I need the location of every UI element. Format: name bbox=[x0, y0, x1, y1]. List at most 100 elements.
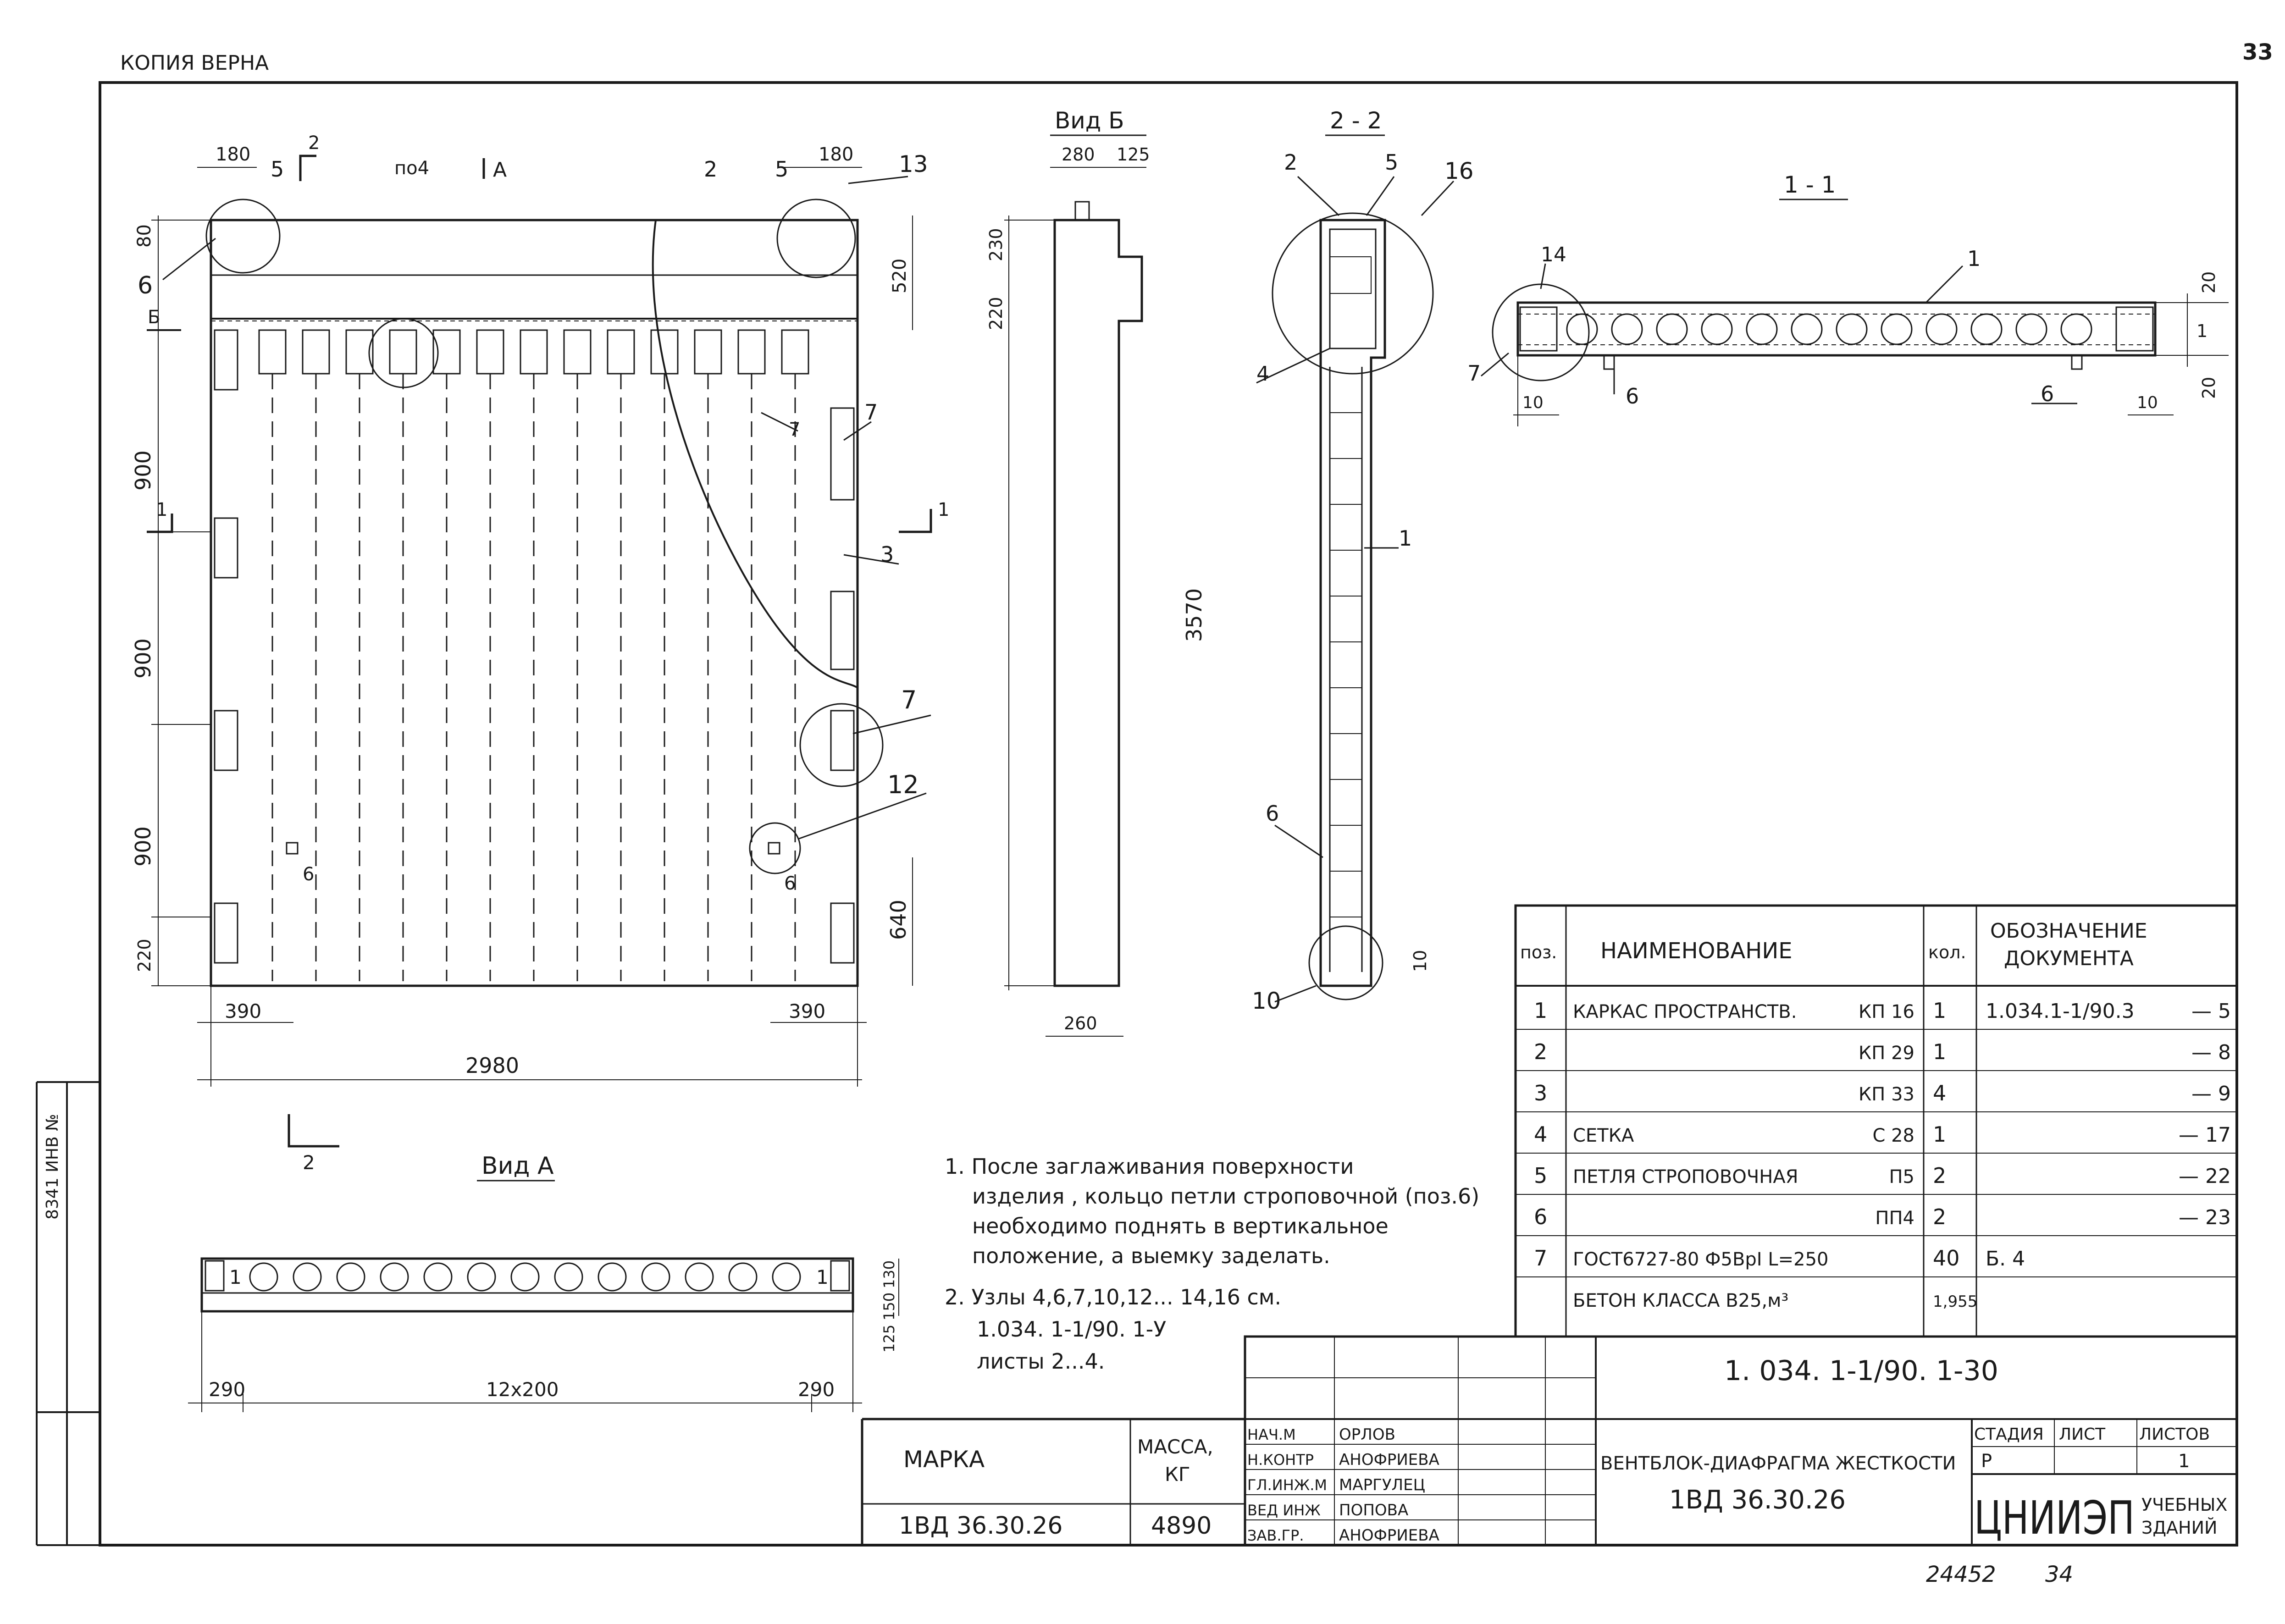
spec-row-mark: ПП4 bbox=[1875, 1208, 1914, 1229]
spec-row-mark: С 28 bbox=[1872, 1125, 1914, 1146]
view-a-mark-left: 1 bbox=[229, 1266, 242, 1288]
section-22-dim-10: 10 bbox=[1410, 950, 1430, 972]
stage-value: Р bbox=[1981, 1451, 1992, 1472]
marka-label: МАРКА bbox=[903, 1446, 985, 1473]
section-22-callout-6: 6 bbox=[1266, 801, 1279, 826]
view-a-mark-right: 1 bbox=[816, 1266, 829, 1288]
dim-900-2: 900 bbox=[131, 638, 155, 679]
section-1-right-marker: 1 bbox=[938, 499, 949, 520]
dim-900-1: 900 bbox=[131, 450, 155, 491]
hidden-channels bbox=[271, 374, 796, 981]
staff-name: ОРЛОВ bbox=[1339, 1425, 1395, 1444]
spec-row-mark: КП 29 bbox=[1859, 1043, 1914, 1064]
view-a-channels bbox=[249, 1262, 801, 1292]
detail-circle-slot bbox=[368, 318, 439, 388]
callout-6-topleft: 6 bbox=[138, 272, 153, 299]
spec-row-doc: Б. 4 bbox=[1986, 1247, 2025, 1270]
section-22-callout-1: 1 bbox=[1399, 526, 1412, 551]
view-a-outline bbox=[200, 1257, 854, 1313]
note-line-4: положение, а выемку заделать. bbox=[972, 1243, 1330, 1268]
marka-value: 1ВД 36.30.26 bbox=[899, 1512, 1062, 1540]
spec-row-qty: 4 bbox=[1933, 1081, 1946, 1105]
spec-row-qty: 2 bbox=[1933, 1163, 1946, 1188]
dim-390-left: 390 bbox=[225, 1000, 261, 1022]
spec-row-mark: КП 33 bbox=[1859, 1084, 1914, 1105]
callout-12: 12 bbox=[887, 770, 919, 799]
view-a-dim-290-right: 290 bbox=[798, 1378, 835, 1401]
staff-name: АНОФРИЕВА bbox=[1339, 1526, 1439, 1545]
detail-circle-13 bbox=[776, 199, 856, 278]
massa-value: 4890 bbox=[1151, 1512, 1212, 1540]
spec-row-pos: 2 bbox=[1534, 1039, 1547, 1064]
label-6-left: 6 bbox=[303, 864, 314, 885]
section-11-dim-20-top: 20 bbox=[2199, 271, 2219, 293]
title-block: 1. 034. 1-1/90. 1-30 МАРКА МАССА, КГ 1ВД… bbox=[861, 1335, 2238, 1547]
spec-row-pos: 1 bbox=[1534, 998, 1547, 1023]
detail-circle-10 bbox=[1308, 925, 1383, 1000]
callout-13: 13 bbox=[899, 151, 928, 177]
view-b-title: Вид Б bbox=[1055, 107, 1124, 134]
product-name: ВЕНТБЛОК-ДИАФРАГМА ЖЕСТКОСТИ bbox=[1600, 1453, 1956, 1474]
spec-row-mark: П5 bbox=[1889, 1166, 1914, 1188]
front-view: 2 А по4 Б 1 1 2 5 5 13 6 7 7 3 7 12 6 6 bbox=[131, 133, 949, 1174]
section-2-2: 2 - 2 2 5 16 4 bbox=[1252, 107, 1474, 1014]
section-11-outline bbox=[1516, 301, 2157, 357]
sheet-label: ЛИСТ bbox=[2059, 1425, 2106, 1444]
spec-header-qty: кол. bbox=[1928, 942, 1966, 962]
sheet-frame bbox=[99, 81, 2238, 1547]
section-22-rungs bbox=[1330, 412, 1362, 917]
label-6-right: 6 bbox=[784, 873, 796, 894]
spec-row-sheet: — 9 bbox=[2191, 1082, 2231, 1105]
org-sub-1: УЧЕБНЫХ bbox=[2141, 1495, 2227, 1515]
view-b-dim-220: 220 bbox=[986, 297, 1006, 330]
section-22-callout-4: 4 bbox=[1256, 362, 1269, 386]
section-1-left-marker: 1 bbox=[156, 499, 167, 520]
staff-name: ПОПОВА bbox=[1339, 1501, 1408, 1519]
inv-label: 8341 ИНВ № bbox=[43, 1114, 62, 1220]
notes: 1. После заглаживания поверхности издели… bbox=[945, 1154, 1479, 1374]
dim-390-right: 390 bbox=[789, 1000, 825, 1022]
section-11-callout-14: 14 bbox=[1541, 243, 1566, 266]
staff-role: ЗАВ.ГР. bbox=[1247, 1527, 1304, 1544]
section-11-dim-10-right: 10 bbox=[2137, 393, 2158, 412]
section-22-callout-10: 10 bbox=[1252, 988, 1281, 1014]
detail-circle-12 bbox=[749, 822, 801, 874]
spec-header-pos: поз. bbox=[1520, 942, 1557, 962]
vent-slots bbox=[258, 329, 809, 375]
copy-mark: КОПИЯ ВЕРНА bbox=[120, 51, 269, 75]
staff-role: НАЧ.М bbox=[1247, 1426, 1296, 1443]
callout-3: 3 bbox=[880, 542, 894, 567]
staff-role: Н.КОНТР bbox=[1247, 1451, 1314, 1469]
spec-row-sheet: — 23 bbox=[2179, 1206, 2231, 1229]
doc-code: 1. 034. 1-1/90. 1-30 bbox=[1724, 1355, 1998, 1387]
spec-row-doc: 1.034.1-1/90.3 bbox=[1986, 1000, 2135, 1023]
section-11-callout-1: 1 bbox=[1967, 246, 1981, 271]
dim-180-left: 180 bbox=[216, 144, 250, 165]
dim-640: 640 bbox=[886, 900, 911, 940]
note-line-6: 1.034. 1-1/90. 1-У bbox=[977, 1317, 1166, 1342]
note-line-5: 2. Узлы 4,6,7,10,12... 14,16 см. bbox=[945, 1285, 1281, 1309]
callout-7-circle: 7 bbox=[901, 685, 917, 714]
dim-180-right: 180 bbox=[819, 144, 853, 165]
detail-circle-16 bbox=[1272, 212, 1434, 375]
spec-header-name: НАИМЕНОВАНИЕ bbox=[1600, 938, 1793, 964]
detail-circle-7 bbox=[799, 703, 884, 787]
callout-5-left: 5 bbox=[271, 157, 284, 182]
section-11-dim-1: 1 bbox=[2196, 321, 2208, 341]
spec-header-doc-1: ОБОЗНАЧЕНИЕ bbox=[1990, 919, 2147, 943]
sheets-value: 1 bbox=[2178, 1451, 2190, 1472]
spec-row-name: КАРКАС ПРОСТРАНСТВ. bbox=[1573, 1001, 1797, 1022]
org-logo: ЦНИИЭП bbox=[1974, 1491, 2135, 1545]
page-number: 33 bbox=[2242, 39, 2273, 65]
product-mark: 1ВД 36.30.26 bbox=[1669, 1485, 1846, 1515]
spec-row-name: ГОСТ6727-80 Ф5ВрI L=250 bbox=[1573, 1249, 1828, 1270]
view-a-dim-12x200: 12x200 bbox=[486, 1378, 559, 1401]
view-a-dim-150: 150 bbox=[880, 1293, 898, 1320]
section-22-callout-2: 2 bbox=[1284, 150, 1297, 175]
staff-role: ВЕД ИНЖ bbox=[1247, 1502, 1321, 1519]
massa-unit: КГ bbox=[1165, 1463, 1190, 1486]
spec-row-sheet: — 8 bbox=[2191, 1041, 2231, 1064]
dim-220: 220 bbox=[134, 939, 155, 972]
